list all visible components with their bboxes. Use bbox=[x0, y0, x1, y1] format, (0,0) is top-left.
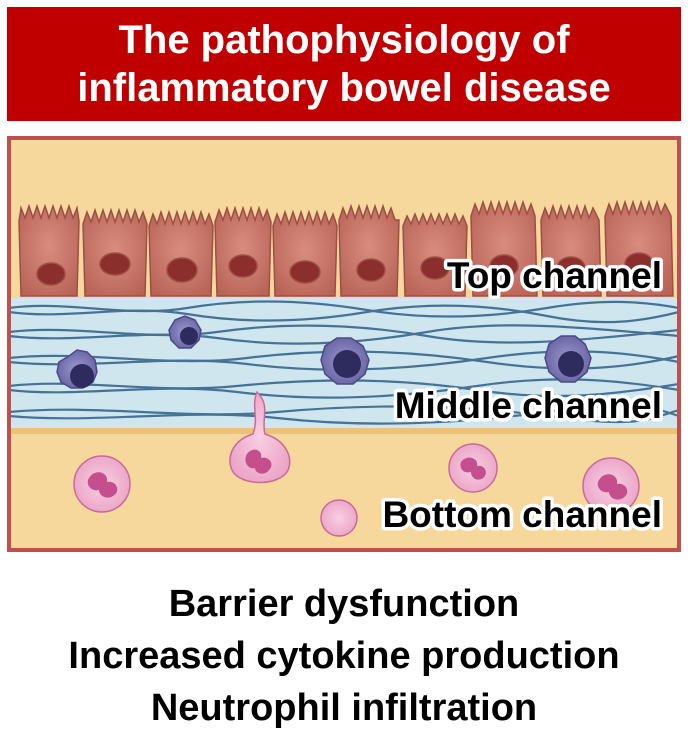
bottom-channel-label: Bottom channel bbox=[382, 494, 662, 535]
finding-item: Neutrophil infiltration bbox=[150, 687, 538, 729]
chip-frame bbox=[7, 136, 681, 552]
epithelial-cell bbox=[338, 203, 400, 297]
finding-item: Increased cytokine production bbox=[68, 635, 620, 677]
findings-list: Barrier dysfunction Increased cytokine p… bbox=[0, 578, 688, 734]
epithelial-cell bbox=[470, 199, 538, 297]
epithelial-cell bbox=[604, 199, 674, 297]
fiber bbox=[8, 304, 680, 324]
middle-channel-label: Middle channel bbox=[395, 385, 662, 426]
epithelial-cell bbox=[82, 207, 148, 297]
top-channel-label: Top channel bbox=[447, 255, 662, 296]
fiber bbox=[8, 324, 680, 344]
epithelial-cell bbox=[402, 211, 468, 297]
epithelial-cell bbox=[540, 203, 602, 297]
immune-cells bbox=[56, 315, 592, 389]
fiber bbox=[8, 404, 680, 425]
immune-cell bbox=[168, 315, 202, 349]
title-line-2: inflammatory bowel disease bbox=[77, 66, 611, 110]
neutrophil bbox=[320, 499, 358, 537]
neutrophil bbox=[448, 443, 498, 493]
neutrophils bbox=[73, 443, 640, 537]
epithelial-cell bbox=[18, 203, 80, 297]
epithelial-cell bbox=[148, 209, 214, 297]
neutrophil bbox=[582, 457, 640, 515]
immune-cell bbox=[320, 337, 370, 385]
epithelial-layer bbox=[18, 199, 674, 297]
epithelial-cell bbox=[272, 209, 338, 297]
immune-cell bbox=[56, 349, 98, 389]
epithelial-cell bbox=[214, 205, 272, 297]
membrane-line bbox=[9, 428, 679, 434]
fiber bbox=[8, 405, 680, 424]
fiber bbox=[8, 378, 680, 399]
transmigrating-neutrophil bbox=[229, 390, 291, 484]
finding-item: Barrier dysfunction bbox=[168, 583, 520, 625]
gut-on-chip-diagram: Top channel Middle channel Bottom channe… bbox=[7, 136, 681, 552]
immune-cell bbox=[544, 335, 592, 383]
title-line-1: The pathophysiology of bbox=[118, 18, 570, 62]
title-banner: The pathophysiology of inflammatory bowe… bbox=[7, 7, 681, 121]
neutrophil bbox=[73, 455, 131, 513]
